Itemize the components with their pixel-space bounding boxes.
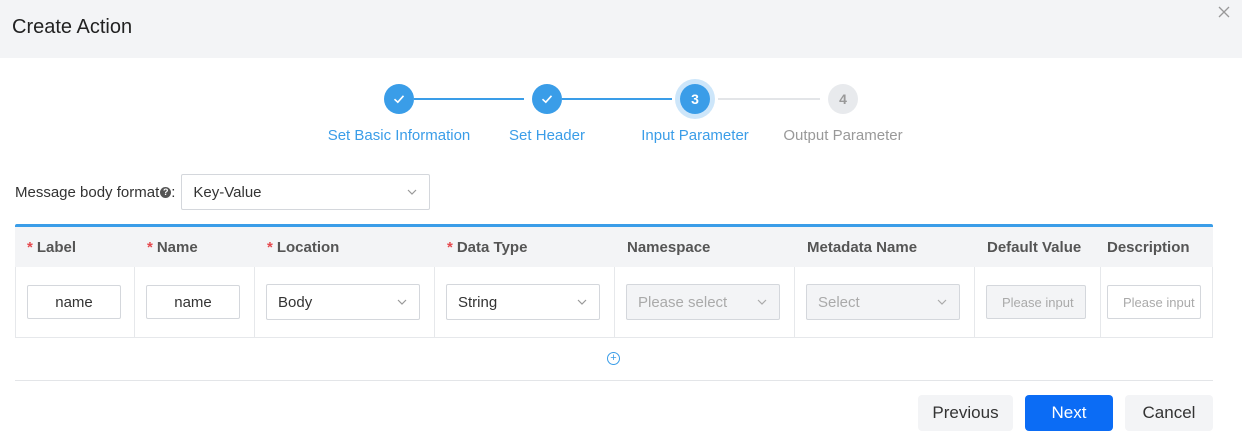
dialog-header: Create Action <box>0 0 1242 58</box>
message-format-select[interactable]: Key-Value <box>181 174 431 210</box>
step-connector <box>562 98 672 100</box>
header-default-value: Default Value <box>987 238 1082 256</box>
dialog-title: Create Action <box>12 16 133 38</box>
name-input[interactable]: name <box>146 285 240 319</box>
previous-button[interactable]: Previous <box>918 395 1013 431</box>
cancel-button[interactable]: Cancel <box>1125 395 1213 431</box>
description-input[interactable]: Please input <box>1107 285 1201 319</box>
default-value-input[interactable]: Please input <box>986 285 1086 319</box>
help-icon[interactable]: ? <box>160 186 172 198</box>
chevron-down-icon <box>397 299 407 305</box>
namespace-select[interactable]: Please select <box>626 284 780 320</box>
cell-default-value: Please input <box>975 267 1101 337</box>
header-name: *Name <box>147 238 198 256</box>
step-1-label[interactable]: Set Basic Information <box>327 127 471 144</box>
add-row-icon[interactable]: + <box>607 352 620 365</box>
label-input[interactable]: name <box>27 285 121 319</box>
message-format-value: Key-Value <box>193 183 262 201</box>
check-icon <box>393 95 405 104</box>
cell-location: Body <box>255 267 435 337</box>
data-type-value: String <box>458 293 498 311</box>
metadata-name-select[interactable]: Select <box>806 284 960 320</box>
label-colon: : <box>171 183 176 201</box>
cell-name: name <box>135 267 255 337</box>
namespace-placeholder: Please select <box>638 293 728 311</box>
chevron-down-icon <box>407 189 417 195</box>
step-3-circle[interactable]: 3 <box>680 84 710 114</box>
table-header: *Label *Name *Location *Data Type Namesp… <box>15 227 1213 267</box>
cell-data-type: String <box>435 267 615 337</box>
chevron-down-icon <box>937 299 947 305</box>
header-location: *Location <box>267 238 340 256</box>
cell-description: Please input <box>1101 267 1212 337</box>
check-icon <box>541 95 553 104</box>
step-1-circle[interactable] <box>384 84 414 114</box>
step-2-circle[interactable] <box>532 84 562 114</box>
header-label: *Label <box>27 238 77 256</box>
chevron-down-icon <box>757 299 767 305</box>
message-format-row: Message body format ? : Key-Value <box>15 174 431 210</box>
cell-namespace: Please select <box>615 267 795 337</box>
parameter-table: *Label *Name *Location *Data Type Namesp… <box>15 224 1213 338</box>
step-connector <box>718 98 820 100</box>
steps-bar: 3 4 Set Basic Information Set Header Inp… <box>0 84 1242 148</box>
step-connector <box>414 98 524 100</box>
chevron-down-icon <box>577 299 587 305</box>
table-row: name name Body String Please select <box>15 267 1213 338</box>
message-format-label-text: Message body format <box>15 183 160 201</box>
header-metadata-name: Metadata Name <box>807 238 918 256</box>
close-icon[interactable] <box>1216 6 1232 22</box>
next-button[interactable]: Next <box>1025 395 1113 431</box>
footer-divider <box>15 380 1213 381</box>
header-namespace: Namespace <box>627 238 711 256</box>
location-value: Body <box>278 293 313 311</box>
message-format-label: Message body format ? : <box>15 184 175 201</box>
header-data-type: *Data Type <box>447 238 528 256</box>
location-select[interactable]: Body <box>266 284 420 320</box>
step-2-label[interactable]: Set Header <box>509 127 585 144</box>
header-description: Description <box>1107 238 1190 256</box>
step-4-circle[interactable]: 4 <box>828 84 858 114</box>
cell-metadata-name: Select <box>795 267 975 337</box>
metadata-placeholder: Select <box>818 293 860 311</box>
cell-label: name <box>16 267 135 337</box>
step-3-label[interactable]: Input Parameter <box>641 127 749 144</box>
step-4-label[interactable]: Output Parameter <box>783 127 903 144</box>
data-type-select[interactable]: String <box>446 284 600 320</box>
